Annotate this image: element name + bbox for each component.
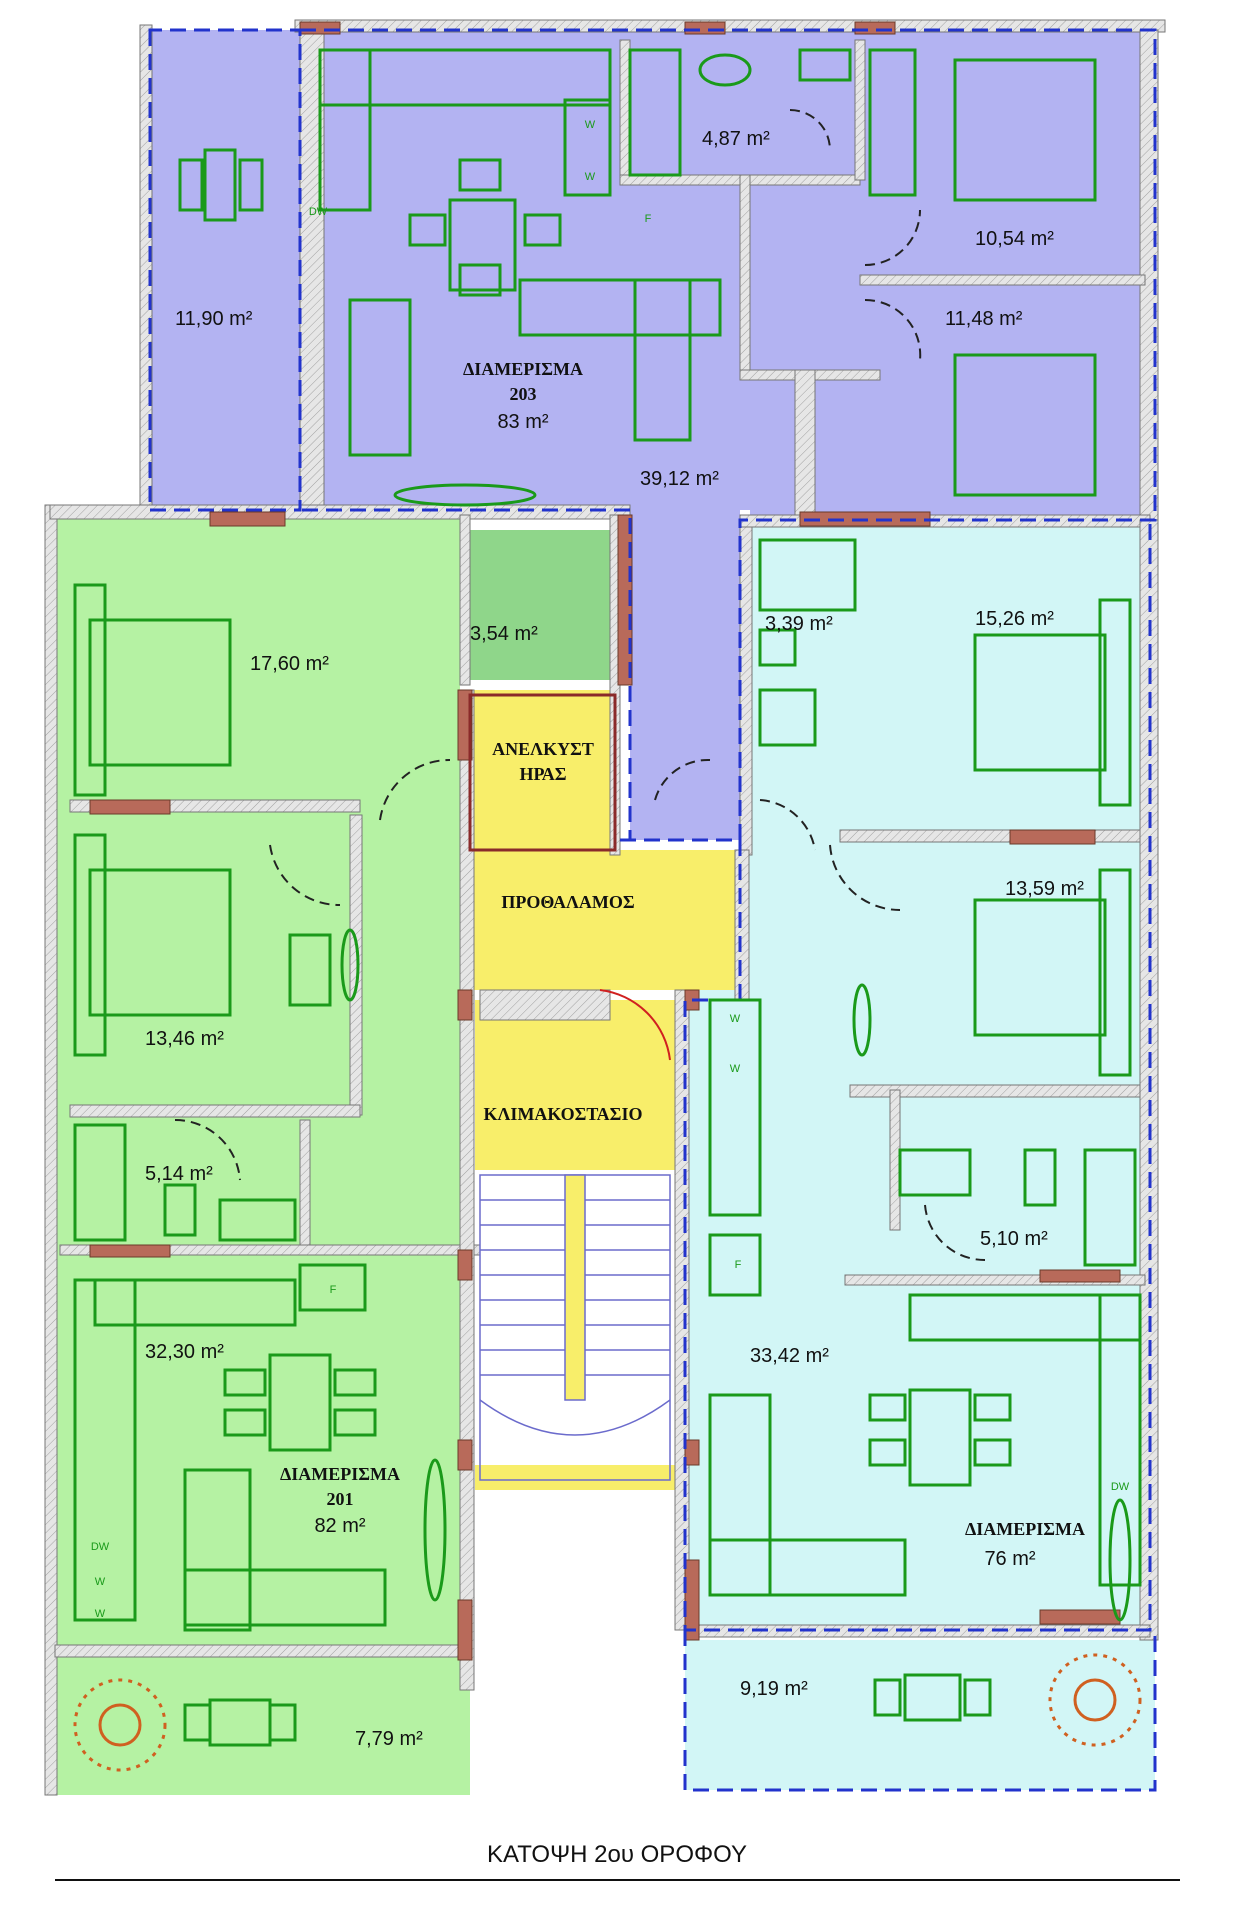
area-labels: 4,87 m² 10,54 m² 11,90 m² 11,48 m² 39,12… <box>145 128 1084 1750</box>
area-label: 11,90 m² <box>175 308 253 330</box>
apartment-labels: ΔΙΑΜΕΡΙΣΜΑ 203 83 m² ΔΙΑΜΕΡΙΣΜΑ 201 82 m… <box>280 359 1085 1570</box>
elevator-label-line2: ΗΡΑΣ <box>519 764 566 784</box>
washer-label: W <box>95 1576 106 1588</box>
lobby-label: ΠΡΟΘΑΛΑΜΟΣ <box>501 892 634 912</box>
stairwell-label: ΚΛΙΜΑΚΟΣΤΑΣΙΟ <box>484 1104 643 1124</box>
area-label: 7,79 m² <box>355 1728 423 1750</box>
apt-203-number: 203 <box>510 384 537 404</box>
area-label: 5,14 m² <box>145 1163 213 1185</box>
area-label: 10,54 m² <box>975 228 1054 250</box>
dishwasher-label: DW <box>309 206 328 218</box>
area-label: 13,46 m² <box>145 1028 224 1050</box>
furniture <box>73 48 1142 1772</box>
door-swings <box>174 109 986 1262</box>
area-label: 3,54 m² <box>470 623 538 645</box>
apt-203-area: 83 m² <box>497 411 548 433</box>
stair-door-swing <box>599 989 671 1061</box>
fridge-label: F <box>330 1284 337 1296</box>
area-label: 9,19 m² <box>740 1678 808 1700</box>
fridge-label: F <box>645 213 652 225</box>
elevator-label-line1: ΑΝΕΛΚΥΣΤ <box>492 739 594 759</box>
appliance-labels: W W F DW F DW W W W W F DW <box>91 119 1130 1620</box>
apartment-203-fill <box>150 30 1155 840</box>
apt-203-name: ΔΙΑΜΕΡΙΣΜΑ <box>463 359 583 379</box>
area-label: 11,48 m² <box>945 308 1023 330</box>
area-label: 39,12 m² <box>640 468 719 490</box>
apt-201-area: 82 m² <box>314 1515 365 1537</box>
dishwasher-label: DW <box>91 1541 110 1553</box>
apt-202-name: ΔΙΑΜΕΡΙΣΜΑ <box>965 1519 1085 1539</box>
area-label: 17,60 m² <box>250 653 329 675</box>
washer-label: W <box>585 119 596 131</box>
washer-label: W <box>730 1063 741 1075</box>
area-label: 33,42 m² <box>750 1345 829 1367</box>
core-labels: ΑΝΕΛΚΥΣΤ ΗΡΑΣ ΠΡΟΘΑΛΑΜΟΣ ΚΛΙΜΑΚΟΣΤΑΣΙΟ <box>484 739 643 1124</box>
apartment-202-fill <box>680 525 1155 1790</box>
stairs <box>479 1174 671 1481</box>
apt-202-area: 76 m² <box>984 1548 1035 1570</box>
washer-label: W <box>585 171 596 183</box>
apt-201-number: 201 <box>327 1489 354 1509</box>
elevator-threshold <box>479 989 611 1021</box>
area-label: 15,26 m² <box>975 608 1054 630</box>
area-label: 13,59 m² <box>1005 878 1084 900</box>
elevator-shaft <box>468 693 617 852</box>
dishwasher-label: DW <box>1111 1481 1130 1493</box>
apt-201-name: ΔΙΑΜΕΡΙΣΜΑ <box>280 1464 400 1484</box>
area-label: 5,10 m² <box>980 1228 1048 1250</box>
area-label: 3,39 m² <box>765 613 833 635</box>
fridge-label: F <box>735 1259 742 1271</box>
dashed-boundaries <box>148 28 1157 1792</box>
area-label: 4,87 m² <box>702 128 770 150</box>
washer-label: W <box>95 1608 106 1620</box>
area-label: 32,30 m² <box>145 1341 224 1363</box>
washer-label: W <box>730 1013 741 1025</box>
plan-title: ΚΑΤΟΨΗ 2ου ΟΡΟΦΟΥ <box>487 1841 747 1868</box>
